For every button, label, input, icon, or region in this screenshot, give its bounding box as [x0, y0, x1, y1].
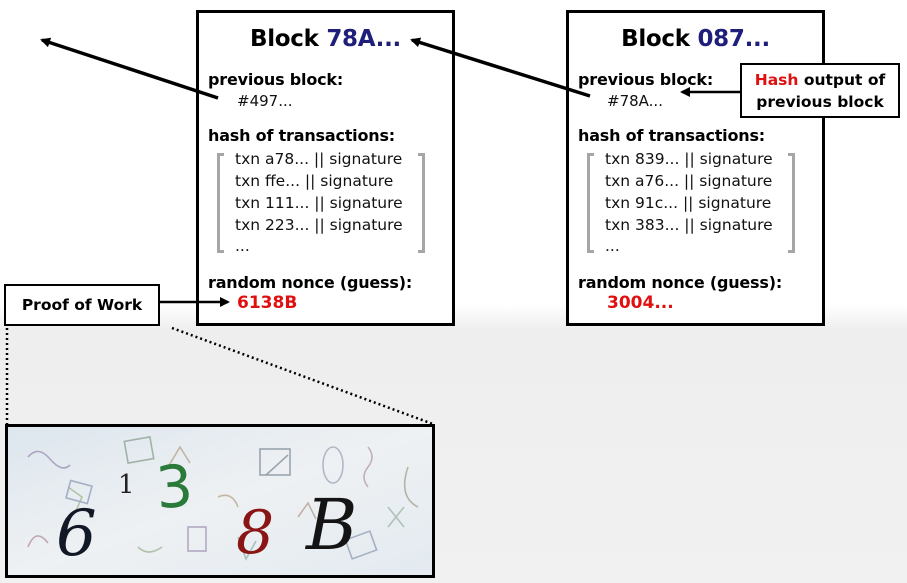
captcha-glyph: 8 — [236, 498, 274, 568]
block-78a: Block 78A... previous block: #497... has… — [196, 10, 455, 326]
previous-block-label: previous block: — [208, 70, 344, 89]
arrow-to-block-78a — [410, 37, 591, 98]
block-title-prefix: Block — [621, 26, 698, 52]
proof-of-work-label: Proof of Work — [4, 284, 160, 326]
bracket-right — [418, 153, 425, 253]
block-title-hash: 087... — [697, 26, 770, 52]
arrow-to-block-497 — [40, 37, 219, 100]
nonce-label: random nonce (guess): — [578, 273, 783, 292]
transaction-row: txn a78... || signature — [235, 150, 403, 168]
nonce-value: 3004... — [607, 293, 674, 313]
nonce-value: 6138B — [237, 293, 298, 313]
hash-note-line2: previous block — [756, 93, 884, 111]
hash-note-line1: output of — [798, 71, 886, 89]
transaction-row: txn 383... || signature — [605, 216, 773, 234]
block-title-hash: 78A... — [326, 26, 401, 52]
captcha-image: 6 1 3 8 B — [5, 424, 435, 578]
previous-block-label: previous block: — [578, 70, 714, 89]
captcha-glyph: 3 — [154, 452, 196, 522]
transaction-row: txn 839... || signature — [605, 150, 773, 168]
hash-output-note: Hash output of previous block — [740, 63, 900, 118]
bracket-left — [217, 153, 224, 253]
transaction-row: txn ffe... || signature — [235, 172, 394, 190]
captcha-glyph: 6 — [56, 497, 97, 571]
transactions-label: hash of transactions: — [578, 126, 765, 145]
transaction-row: txn 111... || signature — [235, 194, 403, 212]
previous-block-value: #497... — [237, 92, 293, 110]
block-title: Block 78A... — [199, 26, 452, 52]
bracket-right — [788, 153, 795, 253]
captcha-drawing: 6 1 3 8 B — [8, 427, 432, 575]
transaction-row: txn 91c... || signature — [605, 194, 772, 212]
transaction-row: ... — [605, 237, 620, 255]
hash-word: Hash — [754, 71, 799, 89]
transaction-row: txn 223... || signature — [235, 216, 403, 234]
transaction-row: ... — [235, 237, 250, 255]
captcha-glyph: B — [304, 484, 357, 566]
block-087: Block 087... previous block: #78A... has… — [566, 10, 825, 326]
block-title-prefix: Block — [249, 26, 327, 52]
transaction-row: txn a76... || signature — [605, 172, 773, 190]
block-title: Block 087... — [569, 26, 822, 52]
captcha-glyph: 1 — [118, 470, 135, 500]
zoom-line-right — [171, 326, 434, 426]
bracket-left — [587, 153, 594, 253]
nonce-label: random nonce (guess): — [208, 273, 413, 292]
previous-block-value: #78A... — [607, 92, 663, 110]
transactions-label: hash of transactions: — [208, 126, 395, 145]
